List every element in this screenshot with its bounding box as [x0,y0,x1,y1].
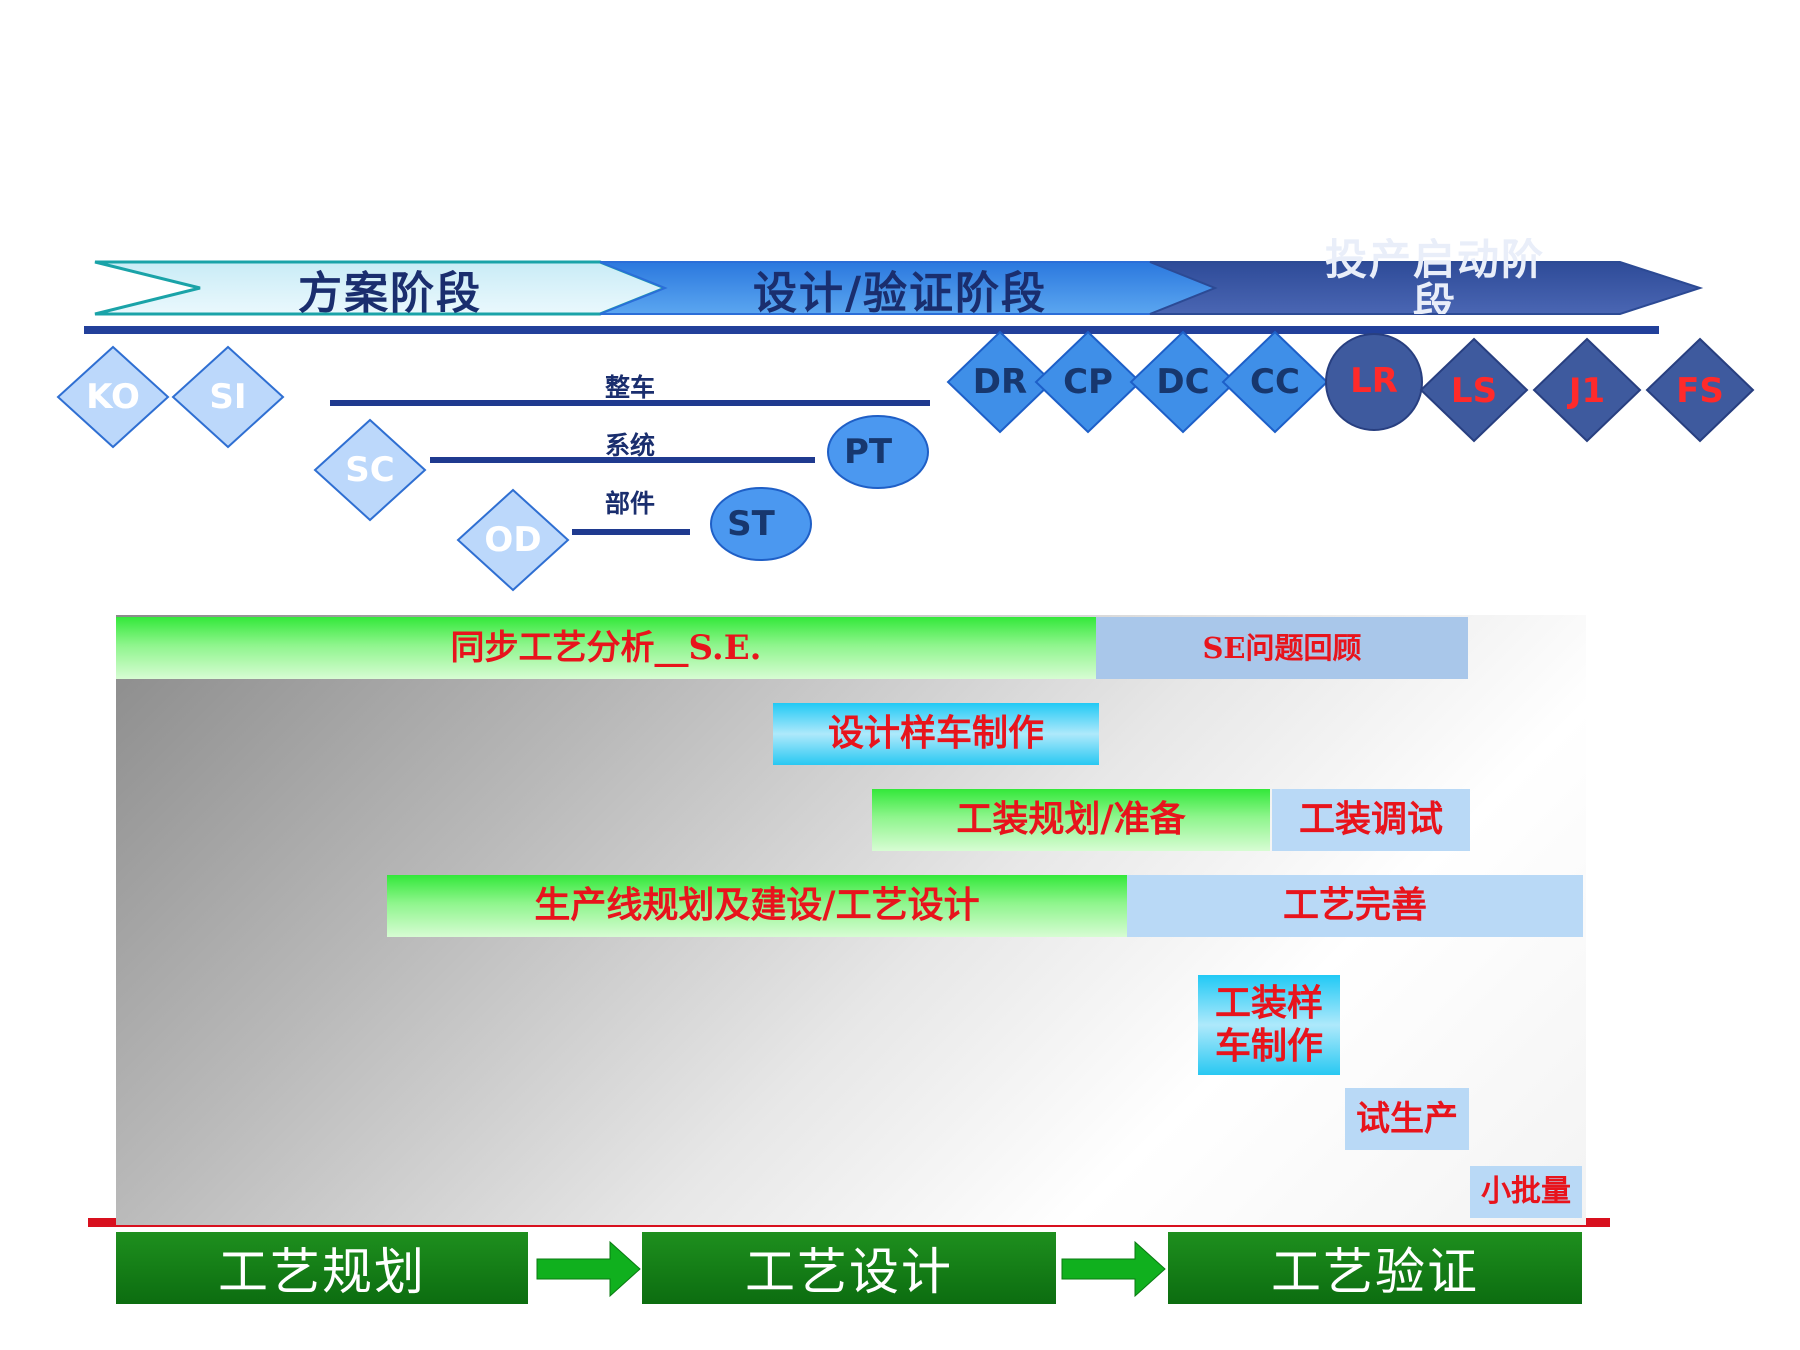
phase-label-launch: 投产启动阶段 [1324,238,1545,314]
milestone-cc-diamond [1221,330,1329,434]
milestone-cp-label: CP [1063,362,1113,402]
milestone-lr-circle [1325,333,1423,431]
milestone-od-diamond [456,488,570,592]
phase-label-design-verify: 设计/验证阶段 [752,268,1048,319]
timeline-baseline [84,326,1659,334]
milestone-ls-diamond [1419,337,1529,443]
milestone-pt-ellipse [827,415,929,489]
milestone-dc-diamond [1129,330,1237,434]
step-arrow-2 [1061,1240,1166,1298]
milestone-dr-diamond [946,330,1054,434]
activity-se-analysis: 同步工艺分析__S.E. [116,617,1096,679]
activity-tooling-debug: 工装调试 [1272,789,1470,851]
milestone-ko-label: KO [86,377,140,417]
level-label-part: 部件 [604,489,655,518]
level-label-system: 系统 [604,431,655,460]
activity-se-review: SE问题回顾 [1096,617,1468,679]
vehicle-level-line [330,400,930,406]
milestone-si-label: SI [209,377,247,417]
activity-design-sample: 设计样车制作 [773,703,1099,765]
milestone-j1-label: J1 [1568,371,1606,411]
activity-small-batch: 小批量 [1470,1166,1582,1218]
milestone-ls-label: LS [1450,371,1498,411]
part-level-line [572,529,690,535]
system-level-line [430,457,815,463]
phase-arrow-3 [1149,261,1704,315]
activity-tooling-plan: 工装规划/准备 [872,789,1270,851]
step-arrow-1 [536,1240,641,1298]
milestone-sc-diamond [313,418,427,522]
milestone-od-label: OD [484,520,542,560]
milestone-fs-diamond [1645,337,1755,443]
level-label-vehicle: 整车 [604,373,655,402]
activity-process-refine: 工艺完善 [1127,875,1583,937]
milestone-dc-label: DC [1156,362,1210,402]
milestone-lr-label: LR [1350,361,1398,401]
step-process-design: 工艺设计 [642,1232,1056,1304]
milestone-st-label: ST [727,504,775,544]
milestone-fs-label: FS [1676,371,1724,411]
milestone-cp-diamond [1034,330,1142,434]
milestone-pt-label: PT [843,432,893,472]
milestone-ko-diamond [56,345,170,449]
activity-trial-production: 试生产 [1345,1088,1469,1150]
activity-tooling-sample: 工装样车制作 [1198,975,1340,1075]
step-process-verification: 工艺验证 [1168,1232,1582,1304]
milestone-dr-label: DR [972,362,1028,402]
milestone-cc-label: CC [1250,362,1300,402]
milestone-si-diamond [171,345,285,449]
milestone-sc-label: SC [345,450,395,490]
milestone-j1-diamond [1532,337,1642,443]
phase-label-scheme: 方案阶段 [298,268,482,319]
step-process-planning: 工艺规划 [116,1232,528,1304]
activity-line-plan: 生产线规划及建设/工艺设计 [387,875,1127,937]
milestone-st-ellipse [710,487,812,561]
